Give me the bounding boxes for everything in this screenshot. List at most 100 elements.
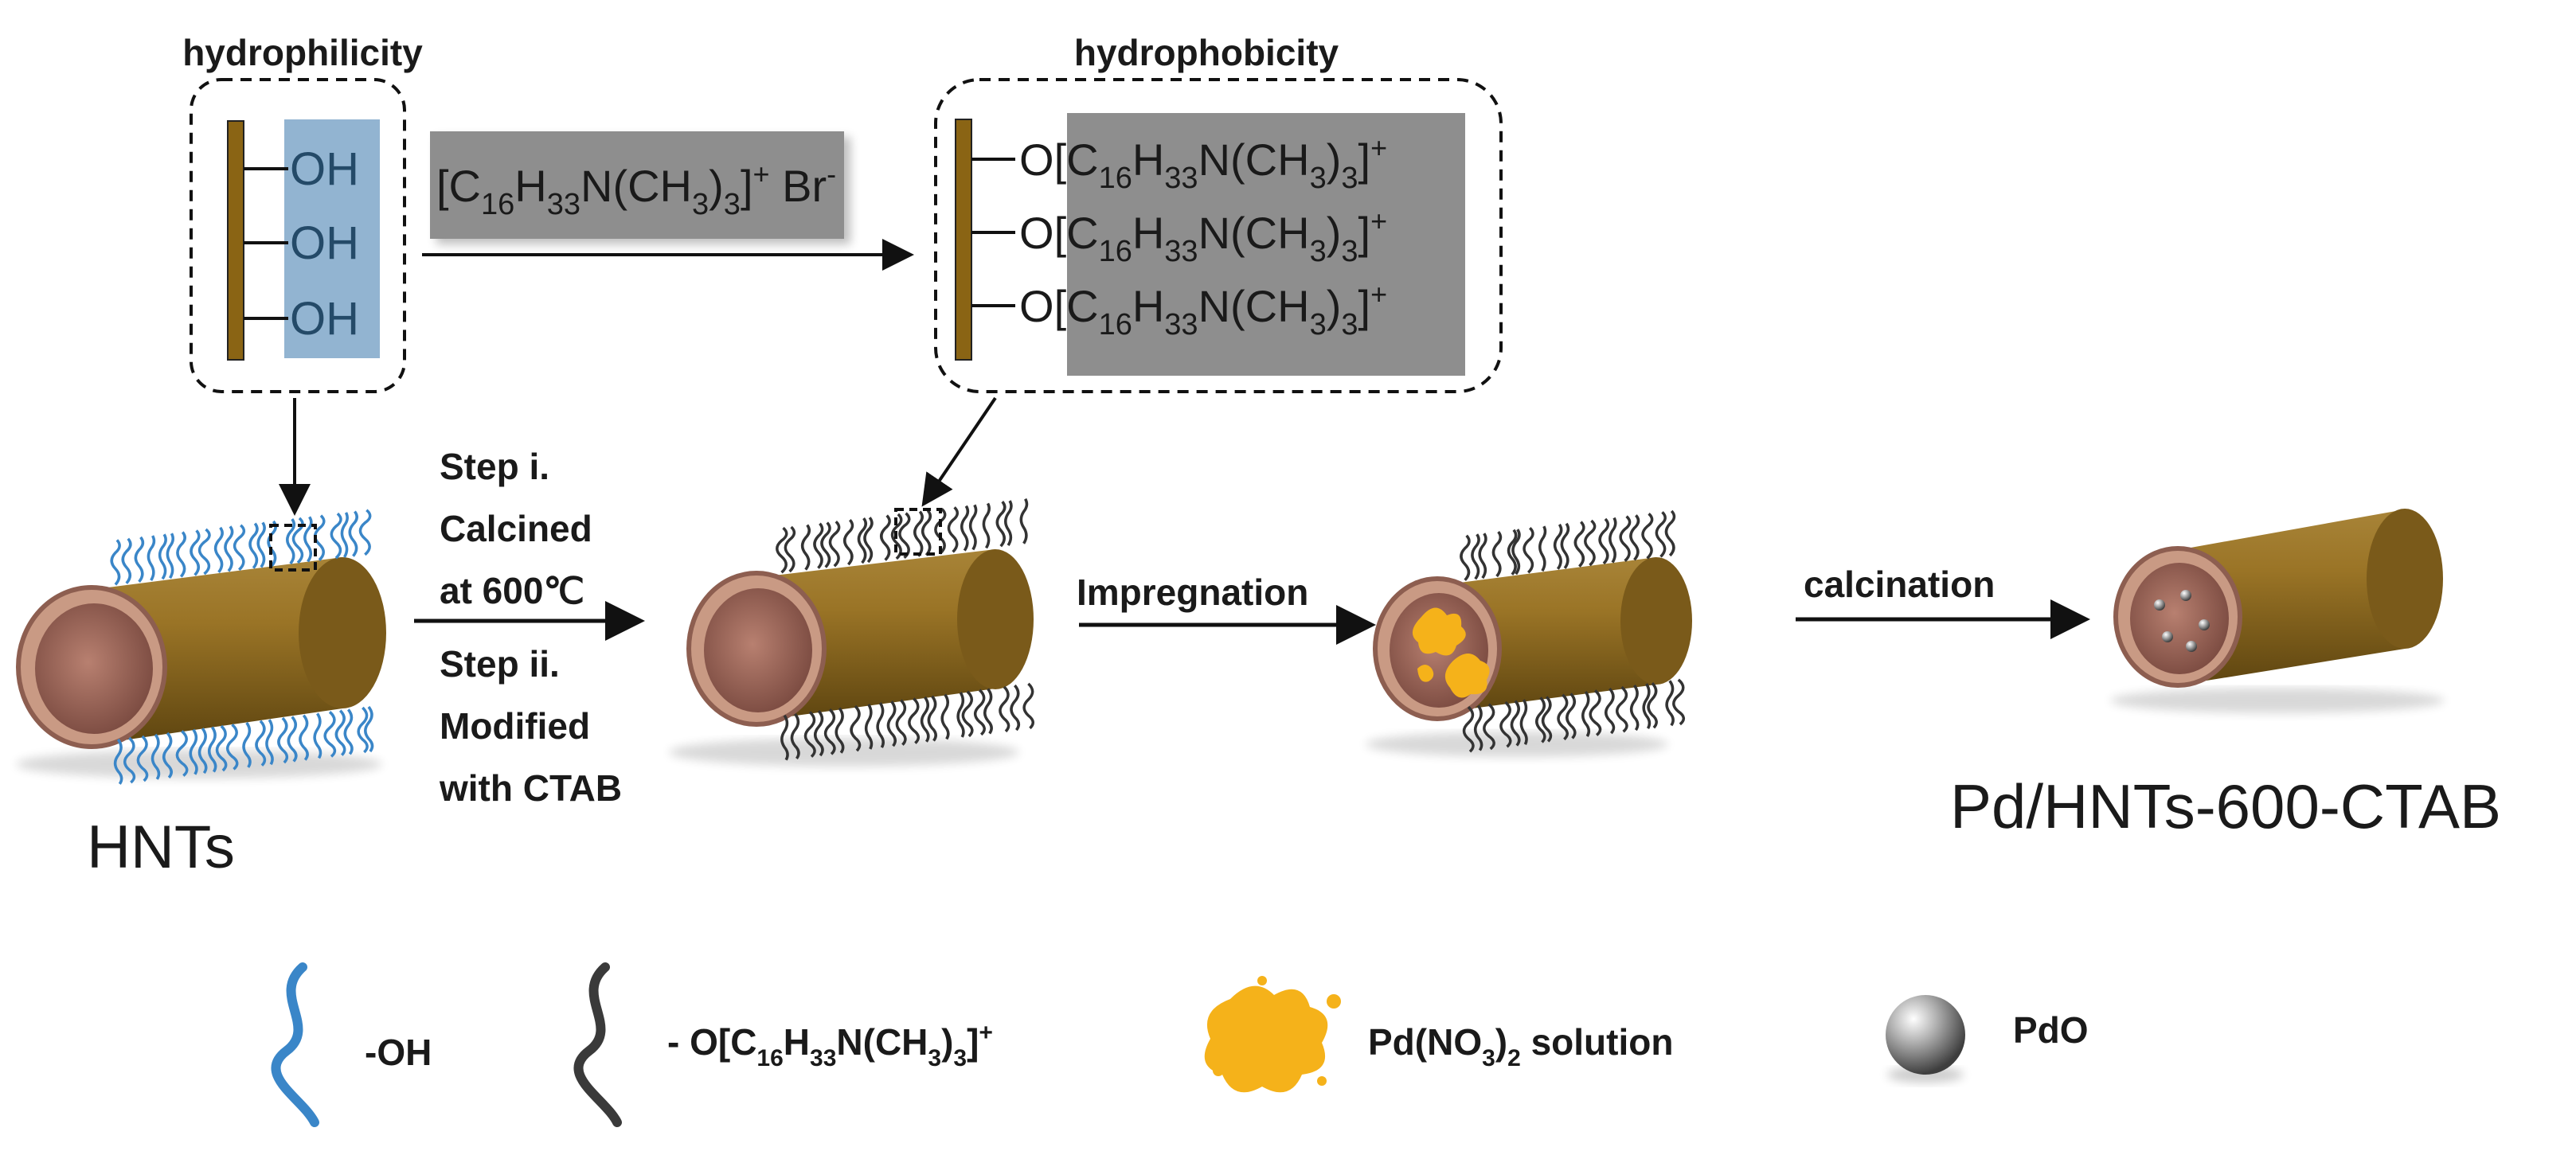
surface-chain bbox=[1510, 700, 1521, 747]
pd-solution-legend-icon bbox=[1204, 976, 1341, 1093]
surface-chain bbox=[820, 521, 831, 568]
surface-chain bbox=[800, 524, 811, 571]
surface-chain bbox=[1609, 517, 1617, 564]
surface-chain bbox=[286, 517, 296, 565]
surface-chain bbox=[1647, 681, 1658, 729]
surface-chain bbox=[864, 704, 874, 750]
surface-chain bbox=[1655, 511, 1667, 558]
surface-chain bbox=[1535, 697, 1546, 743]
surface-chain bbox=[1538, 525, 1547, 572]
ctab-highlight bbox=[1067, 113, 1465, 376]
surface-chain bbox=[1642, 683, 1652, 730]
calcination-label: calcination bbox=[1804, 564, 1995, 605]
surface-chain bbox=[1605, 687, 1616, 735]
surface-chain bbox=[863, 517, 874, 564]
surface-chain bbox=[197, 528, 211, 576]
hnts-label: HNTs bbox=[87, 814, 235, 881]
step1-line: Step i. bbox=[440, 446, 549, 487]
hydrophilicity-label: hydrophilicity bbox=[182, 32, 423, 73]
surface-chain bbox=[158, 533, 167, 580]
surface-chain bbox=[1460, 534, 1471, 582]
surface-chain bbox=[1566, 693, 1577, 739]
surface-chain bbox=[330, 512, 342, 560]
surface-chain bbox=[123, 736, 136, 784]
surface-chain bbox=[1478, 533, 1487, 579]
surface-chain bbox=[190, 529, 201, 576]
hydrophobicity-label: hydrophobicity bbox=[1074, 32, 1339, 73]
surface-chain bbox=[780, 714, 789, 761]
surface-chain bbox=[248, 522, 259, 569]
surface-wall bbox=[227, 120, 244, 361]
surface-chain bbox=[1019, 498, 1029, 544]
surface-chain bbox=[136, 735, 149, 782]
pd-loaded-tube bbox=[1366, 509, 1692, 757]
surface-chain bbox=[1004, 500, 1013, 547]
surface-chain bbox=[982, 502, 991, 549]
hydrophilicity-dashed-box bbox=[190, 78, 406, 393]
step2-line: with CTAB bbox=[439, 767, 622, 809]
reagent-formula: [C16H33N(CH3)3]+ Br- bbox=[436, 158, 836, 221]
surface-chain bbox=[299, 714, 309, 761]
surface-chain bbox=[803, 711, 816, 758]
surface-chain bbox=[828, 520, 841, 568]
oh-group: OH bbox=[290, 217, 359, 269]
surface-chain bbox=[166, 533, 174, 579]
surface-chain bbox=[1589, 689, 1602, 736]
surface-chain bbox=[1523, 527, 1534, 574]
surface-chain bbox=[857, 517, 867, 564]
legend-oh-label: -OH bbox=[365, 1032, 432, 1073]
surface-chain bbox=[813, 522, 824, 569]
hnts-tube bbox=[16, 509, 386, 785]
surface-chain bbox=[920, 696, 930, 743]
surface-chain bbox=[313, 712, 322, 759]
surface-chain bbox=[995, 501, 1007, 548]
surface-chain bbox=[364, 705, 374, 753]
surface-chain bbox=[886, 700, 897, 747]
surface-chain bbox=[358, 509, 372, 556]
surface-chain bbox=[913, 510, 924, 557]
surface-chain bbox=[890, 513, 903, 560]
surface-chain bbox=[934, 508, 947, 555]
step2-line: Step ii. bbox=[440, 643, 560, 685]
impregnation-label: Impregnation bbox=[1077, 572, 1308, 613]
surface-chain bbox=[1553, 523, 1563, 570]
surface-chain bbox=[265, 719, 274, 766]
surface-chain bbox=[1010, 684, 1020, 732]
surface-chain bbox=[207, 726, 217, 773]
surface-chain bbox=[150, 733, 161, 780]
surface-chain bbox=[340, 512, 349, 558]
surface-chain bbox=[277, 716, 289, 764]
surface-chain bbox=[1491, 530, 1503, 578]
surface-chain bbox=[1672, 678, 1686, 726]
surface-chain bbox=[947, 506, 960, 553]
surface-chain bbox=[348, 510, 358, 557]
surface-chain bbox=[790, 712, 800, 759]
surface-chain bbox=[357, 706, 369, 754]
surface-chain bbox=[876, 702, 885, 748]
surface-chain bbox=[1573, 521, 1585, 568]
surface-chain bbox=[162, 732, 173, 779]
surface-chain bbox=[134, 536, 145, 583]
surface-chain bbox=[1483, 703, 1495, 751]
surface-chain bbox=[940, 693, 950, 740]
surface-chain bbox=[1560, 522, 1570, 569]
surface-chain bbox=[813, 709, 824, 757]
hydrophobicity-dashed-box bbox=[934, 78, 1503, 393]
surface-chain bbox=[968, 504, 978, 551]
surface-chain bbox=[835, 707, 845, 754]
surface-chain bbox=[999, 685, 1010, 733]
surface-chain bbox=[215, 724, 228, 772]
ctab-modified-tube bbox=[669, 498, 1034, 767]
legend-pdo-label: PdO bbox=[2013, 1009, 2089, 1051]
legend-pd-solution-label: Pd(NO3)2 solution bbox=[1368, 1021, 1673, 1071]
surface-chain bbox=[242, 721, 252, 768]
surface-chain bbox=[1598, 517, 1610, 565]
surface-chain bbox=[895, 699, 907, 746]
surface-chain bbox=[1507, 529, 1518, 576]
surface-chain bbox=[1022, 682, 1034, 730]
surface-chain bbox=[1557, 693, 1569, 741]
surface-chain bbox=[303, 516, 313, 563]
surface-wall bbox=[955, 119, 972, 361]
surface-chain bbox=[197, 728, 208, 775]
surface-chain bbox=[983, 688, 993, 735]
